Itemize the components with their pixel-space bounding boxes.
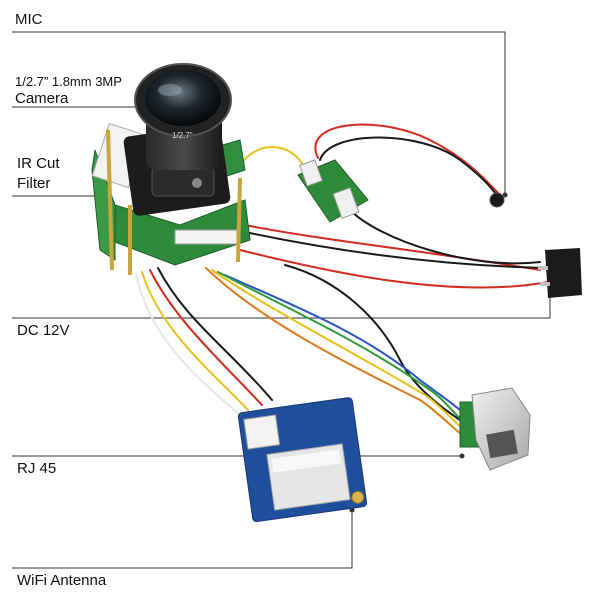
camera-label: Camera (15, 90, 69, 107)
ir-cut-label-line1: IR Cut (17, 155, 60, 172)
mic-label: MIC (15, 11, 43, 28)
rj45-label: RJ 45 (17, 460, 57, 477)
mic-board-connector-1 (299, 159, 323, 187)
dc-jack (538, 248, 582, 298)
wifi-module (237, 397, 368, 523)
standoff-1 (106, 129, 114, 271)
rj45-port (486, 429, 518, 459)
rj-wire-blue (224, 274, 463, 413)
rj-wire-green (217, 271, 463, 421)
mic-board-wire-yellow (237, 146, 306, 169)
lens-barrel-text: 1/2.7" (172, 131, 193, 140)
mic-leader (12, 31, 506, 195)
wifi-wire-black (157, 267, 273, 401)
dc-leader (12, 290, 551, 319)
wifi-antenna-connector (351, 490, 365, 504)
rj45-leader-dot (459, 453, 465, 459)
dc-jack-pin-1 (538, 266, 548, 270)
wifi-header (243, 414, 281, 450)
rj45-body (471, 387, 531, 471)
rj45-connector (459, 387, 531, 471)
mic-wire-red (314, 123, 501, 196)
lens-glass (145, 70, 221, 126)
lens-highlight (158, 84, 182, 96)
rj-wire-yellow (211, 269, 463, 429)
microphone-capsule (489, 192, 505, 208)
camera-pcb-stack: 1/2.7" (91, 63, 251, 275)
wifi-leader (12, 510, 353, 569)
mic-leader-dot (502, 192, 508, 198)
dc-wire-red-2 (239, 249, 549, 289)
wires (135, 123, 549, 436)
wifi-chip-label (271, 449, 341, 473)
rj-wire-black (284, 264, 461, 421)
ir-cut-filter (151, 167, 215, 197)
dc-label: DC 12V (17, 322, 70, 339)
dc-jack-body (545, 248, 582, 298)
ir-cut-label-line2: Filter (17, 175, 51, 192)
ir-cut-screw (192, 178, 202, 188)
white-connector-strip (174, 229, 238, 245)
camera-spec-label: 1/2.7” 1.8mm 3MP (15, 74, 122, 89)
wifi-wire-yellow (141, 271, 249, 411)
standoff-2 (236, 177, 242, 263)
wifi-wire-red (149, 269, 263, 406)
wifi-wire-white (135, 273, 241, 416)
dc-jack-pin-2 (540, 282, 550, 286)
leader-lines (12, 31, 551, 569)
mic-board (297, 159, 505, 223)
wifi-antenna-label: WiFi Antenna (17, 572, 107, 589)
mic-to-dc-black (349, 209, 541, 265)
mic-wire-black (319, 136, 499, 198)
dc-wire-black (244, 231, 546, 269)
mic-board-connector-2 (332, 187, 360, 219)
rj-wire-orange (205, 267, 463, 436)
